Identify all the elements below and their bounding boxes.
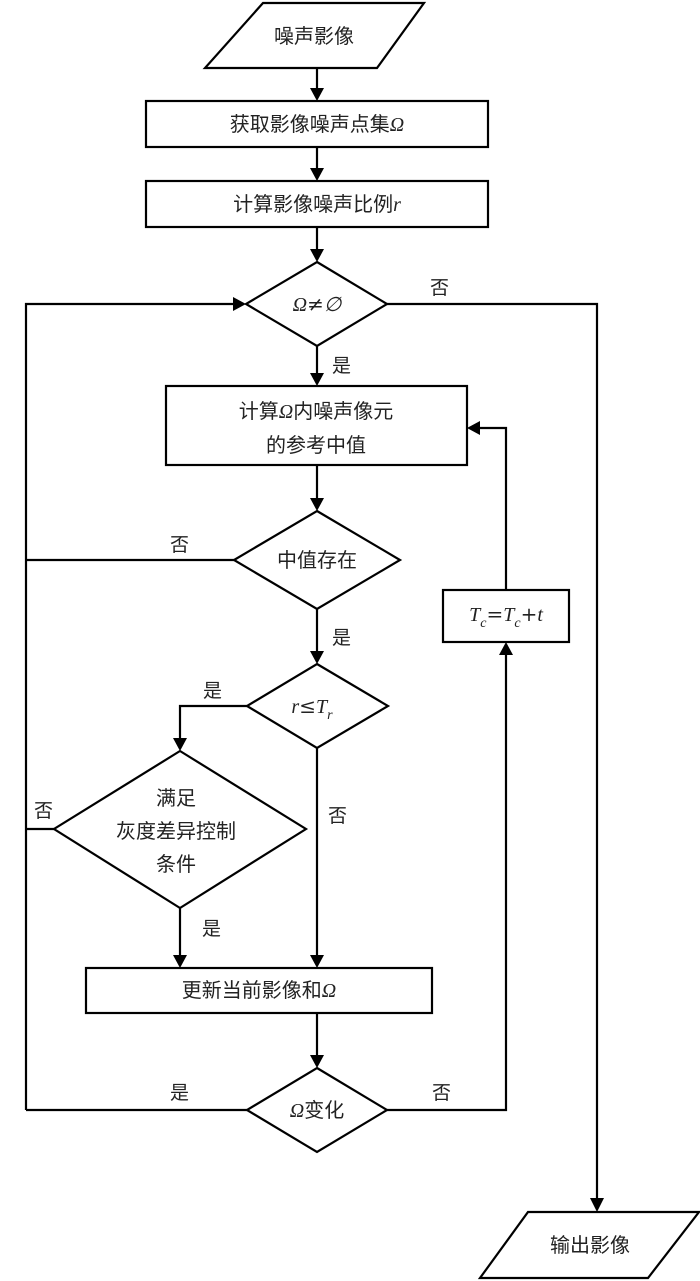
omega-symbol: Ω [279,401,293,423]
label-changed-yes: 是 [170,1082,189,1104]
arrowhead [310,1055,324,1068]
node-input-text: 噪声影像 [274,24,354,48]
label-gray-yes: 是 [202,918,221,940]
node-update: 更新当前影像和Ω [84,966,434,1015]
node-calc-median: 计算Ω内噪声像元 的参考中值 [164,384,469,467]
subscript-r: r [327,708,333,723]
T-symbol: T [503,604,516,626]
arrowhead [467,421,480,435]
node-threshold-update: Tc=Tc+t [441,588,571,644]
gray-diff-line2: 灰度差异控制 [116,819,236,843]
omega-symbol: Ω [290,1100,304,1122]
arrowhead [173,738,187,751]
leq-symbol: ≤ [299,694,316,718]
edge-threshold-to-median [480,426,508,590]
node-set-changed: Ω变化 [244,1066,390,1154]
svg-text:获取影像噪声点集Ω: 获取影像噪声点集Ω [230,112,404,136]
node-get-noise-set-text: 获取影像噪声点集 [230,112,390,136]
node-median-exists: 中值存在 [231,509,403,611]
arrowhead [310,88,324,101]
node-ratio-check: r≤Tr [244,662,391,750]
equals-symbol: = [486,602,503,626]
edge-nonempty-no [387,302,599,1198]
label-changed-no: 否 [432,1082,451,1104]
connectors [24,68,599,1198]
edge-changed-no [387,655,508,1112]
svg-text:计算影像噪声比例r: 计算影像噪声比例r [233,192,401,216]
t-symbol: t [537,604,543,626]
label-nonempty-no: 否 [430,277,449,299]
arrowhead [499,642,513,655]
node-calc-ratio: 计算影像噪声比例r [144,179,490,229]
node-calc-ratio-text: 计算影像噪声比例 [233,192,393,216]
label-ratio-yes: 是 [203,680,222,702]
label-nonempty-yes: 是 [332,355,351,377]
empty-set-symbol: ∅ [324,294,343,316]
not-equal-symbol: ≠ [307,292,324,316]
arrowhead [233,297,246,311]
label-exists-no: 否 [170,534,189,556]
arrowhead [310,498,324,511]
arrowhead [310,168,324,181]
r-symbol: r [393,194,401,216]
node-output-text: 输出影像 [550,1233,630,1257]
T-symbol: T [316,696,329,718]
node-output: 输出影像 [477,1210,700,1280]
edge-loop-back [24,302,233,1110]
label-exists-yes: 是 [332,627,351,649]
svg-text:r≤Tr: r≤Tr [291,694,333,723]
arrowheads [173,88,604,1212]
svg-text:Ω≠∅: Ω≠∅ [293,292,343,316]
gray-diff-line3: 条件 [156,852,196,876]
median-line1-b: 内噪声像元 [293,399,393,423]
node-set-changed-text: 变化 [304,1098,344,1122]
arrowhead [310,373,324,386]
median-line2: 的参考中值 [266,433,366,457]
arrowhead [310,955,324,968]
edge-ratio-yes [178,704,247,738]
node-update-text: 更新当前影像和 [182,978,322,1002]
median-line1-a: 计算 [239,399,279,423]
subscript-c: c [480,616,487,631]
node-median-exists-text: 中值存在 [277,548,357,572]
node-gray-diff: 满足 灰度差异控制 条件 [51,749,309,910]
label-gray-no: 否 [34,800,53,822]
gray-diff-line1: 满足 [156,786,196,810]
omega-symbol: Ω [293,294,307,316]
arrowhead [173,955,187,968]
svg-text:Tc=Tc+t: Tc=Tc+t [469,602,543,631]
r-symbol: r [291,696,299,718]
node-set-nonempty: Ω≠∅ [243,260,390,348]
omega-symbol: Ω [390,114,404,136]
svg-text:计算Ω内噪声像元: 计算Ω内噪声像元 [239,399,393,423]
label-ratio-no: 否 [328,805,347,827]
svg-text:Ω变化: Ω变化 [290,1098,344,1122]
node-get-noise-set: 获取影像噪声点集Ω [144,99,490,149]
arrowhead [310,651,324,664]
arrowhead [310,249,324,262]
omega-symbol: Ω [322,980,336,1002]
plus-symbol: + [521,602,538,626]
node-input: 噪声影像 [202,1,427,70]
subscript-c: c [514,616,521,631]
svg-text:更新当前影像和Ω: 更新当前影像和Ω [182,978,336,1002]
T-symbol: T [469,604,482,626]
arrowhead [590,1198,604,1212]
